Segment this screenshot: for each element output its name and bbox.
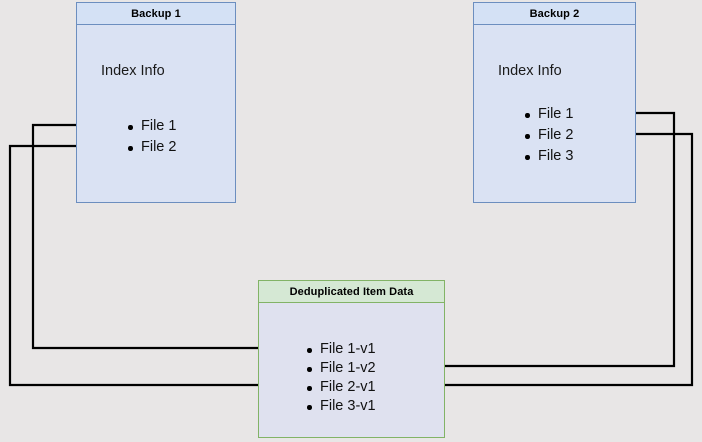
node-backup-1-header: Backup 1 <box>77 3 235 25</box>
list-item: File 2 <box>128 137 176 158</box>
list-item: File 3 <box>525 146 573 167</box>
list-item: File 1 <box>525 104 573 125</box>
node-backup-2-file-list: File 1 File 2 File 3 <box>525 104 573 167</box>
node-backup-1[interactable]: Backup 1 Index Info File 1 File 2 <box>76 2 236 203</box>
list-item: File 3-v1 <box>307 397 376 416</box>
node-backup-2[interactable]: Backup 2 Index Info File 1 File 2 File 3 <box>473 2 636 203</box>
node-backup-2-header: Backup 2 <box>474 3 635 25</box>
node-deduplicated-item-data[interactable]: Deduplicated Item Data File 1-v1 File 1-… <box>258 280 445 438</box>
edge-backup1-file2-to-file2v1 <box>8 144 299 389</box>
node-backup-2-subtitle: Index Info <box>498 63 562 79</box>
node-backup-1-subtitle: Index Info <box>101 63 165 79</box>
list-item: File 1-v2 <box>307 359 376 378</box>
edge-backup2-file2-to-file2v1 <box>390 132 694 389</box>
list-item: File 2 <box>525 125 573 146</box>
node-deduplicated-item-data-file-list: File 1-v1 File 1-v2 File 2-v1 File 3-v1 <box>307 340 376 416</box>
list-item: File 2-v1 <box>307 378 376 397</box>
list-item: File 1 <box>128 116 176 137</box>
node-deduplicated-item-data-header: Deduplicated Item Data <box>259 281 444 303</box>
edge-backup1-file1-to-file1v1 <box>31 123 299 352</box>
node-backup-1-file-list: File 1 File 2 <box>128 116 176 158</box>
list-item: File 1-v1 <box>307 340 376 359</box>
